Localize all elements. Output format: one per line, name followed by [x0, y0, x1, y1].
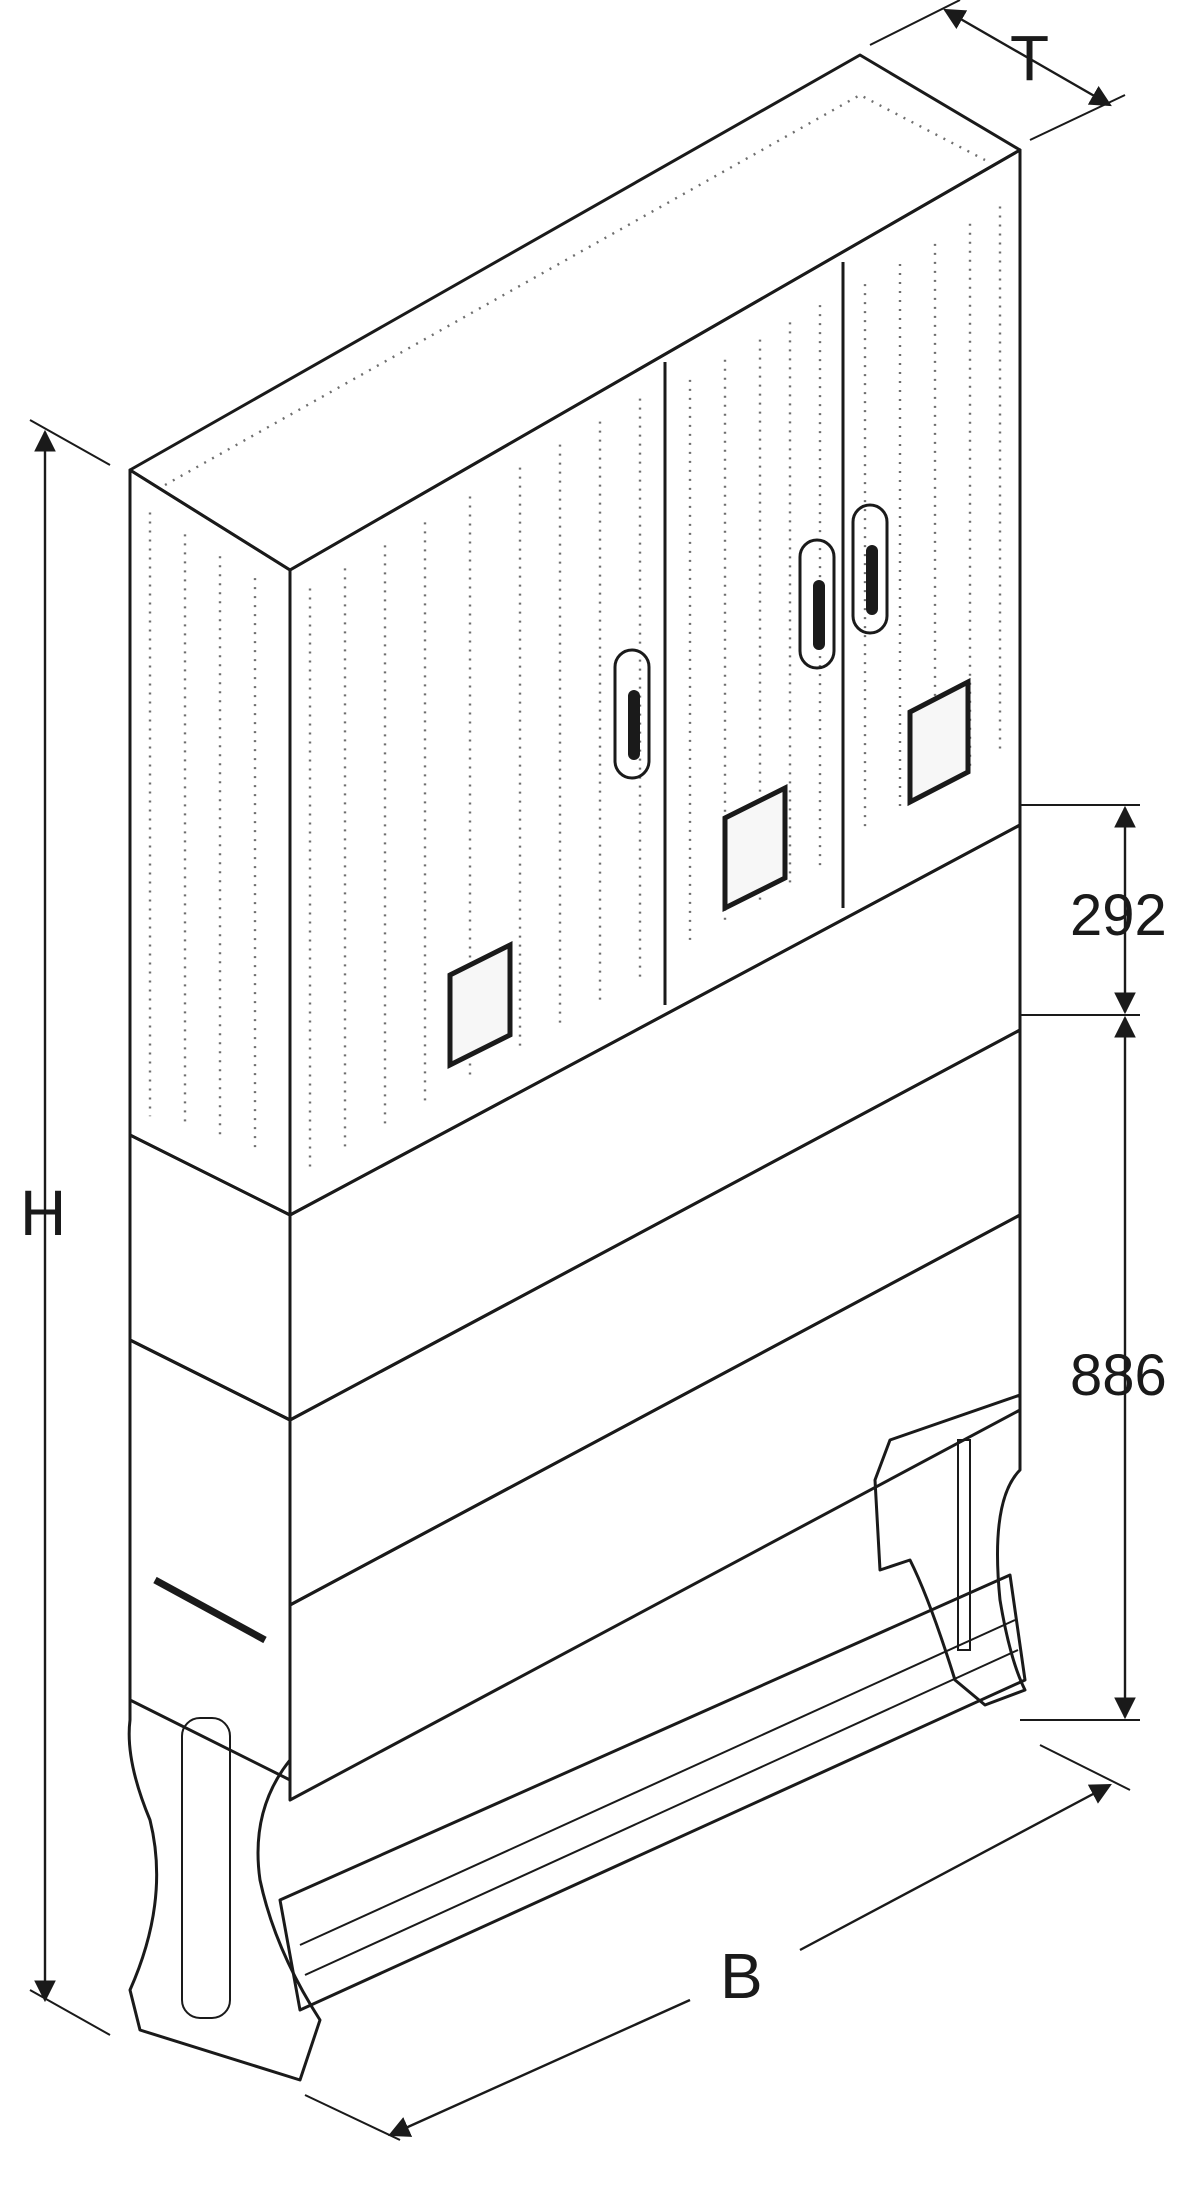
door-handle-left[interactable] — [613, 648, 651, 780]
meter-window-right — [907, 677, 971, 807]
plinth-upper-light-panel — [288, 823, 1022, 1422]
height-label: H — [20, 1177, 66, 1249]
cabinet-top — [128, 53, 1022, 572]
plinth-left-side-lower — [128, 1338, 292, 1782]
upper-plinth-height-label: 292 — [1070, 883, 1167, 948]
dimension-lines — [29, 0, 1140, 2141]
plinth-left-side — [128, 1133, 292, 1422]
base-frame — [127, 1338, 1027, 2082]
meter-windows — [447, 677, 971, 1070]
plinth — [128, 823, 1022, 1802]
cabinet-front — [288, 148, 1022, 1217]
door-handles — [613, 503, 889, 780]
meter-window-left — [447, 940, 513, 1070]
plinth-dark-panel-top — [288, 1028, 1022, 1607]
width-label: B — [720, 1940, 763, 2012]
depth-label: T — [1010, 22, 1049, 94]
door-handle-middle[interactable] — [798, 538, 836, 670]
depth-dimension-line — [943, 8, 1112, 107]
door-perforations — [148, 206, 1002, 1174]
plinth-dark-panel-bottom — [288, 1213, 1022, 1802]
cabinet-left-side — [128, 468, 292, 1217]
door-handle-right[interactable] — [851, 503, 889, 635]
width-dimension-line-lower — [388, 1998, 691, 2137]
meter-window-middle — [722, 783, 788, 913]
base-right-foot — [873, 1393, 1027, 1707]
lower-plinth-height-label: 886 — [1070, 1343, 1167, 1408]
width-dimension-line-upper — [799, 1783, 1112, 1952]
cabinet — [128, 53, 1022, 1217]
base-floor-channel — [278, 1573, 1027, 2012]
base-left-side — [127, 1338, 322, 2082]
